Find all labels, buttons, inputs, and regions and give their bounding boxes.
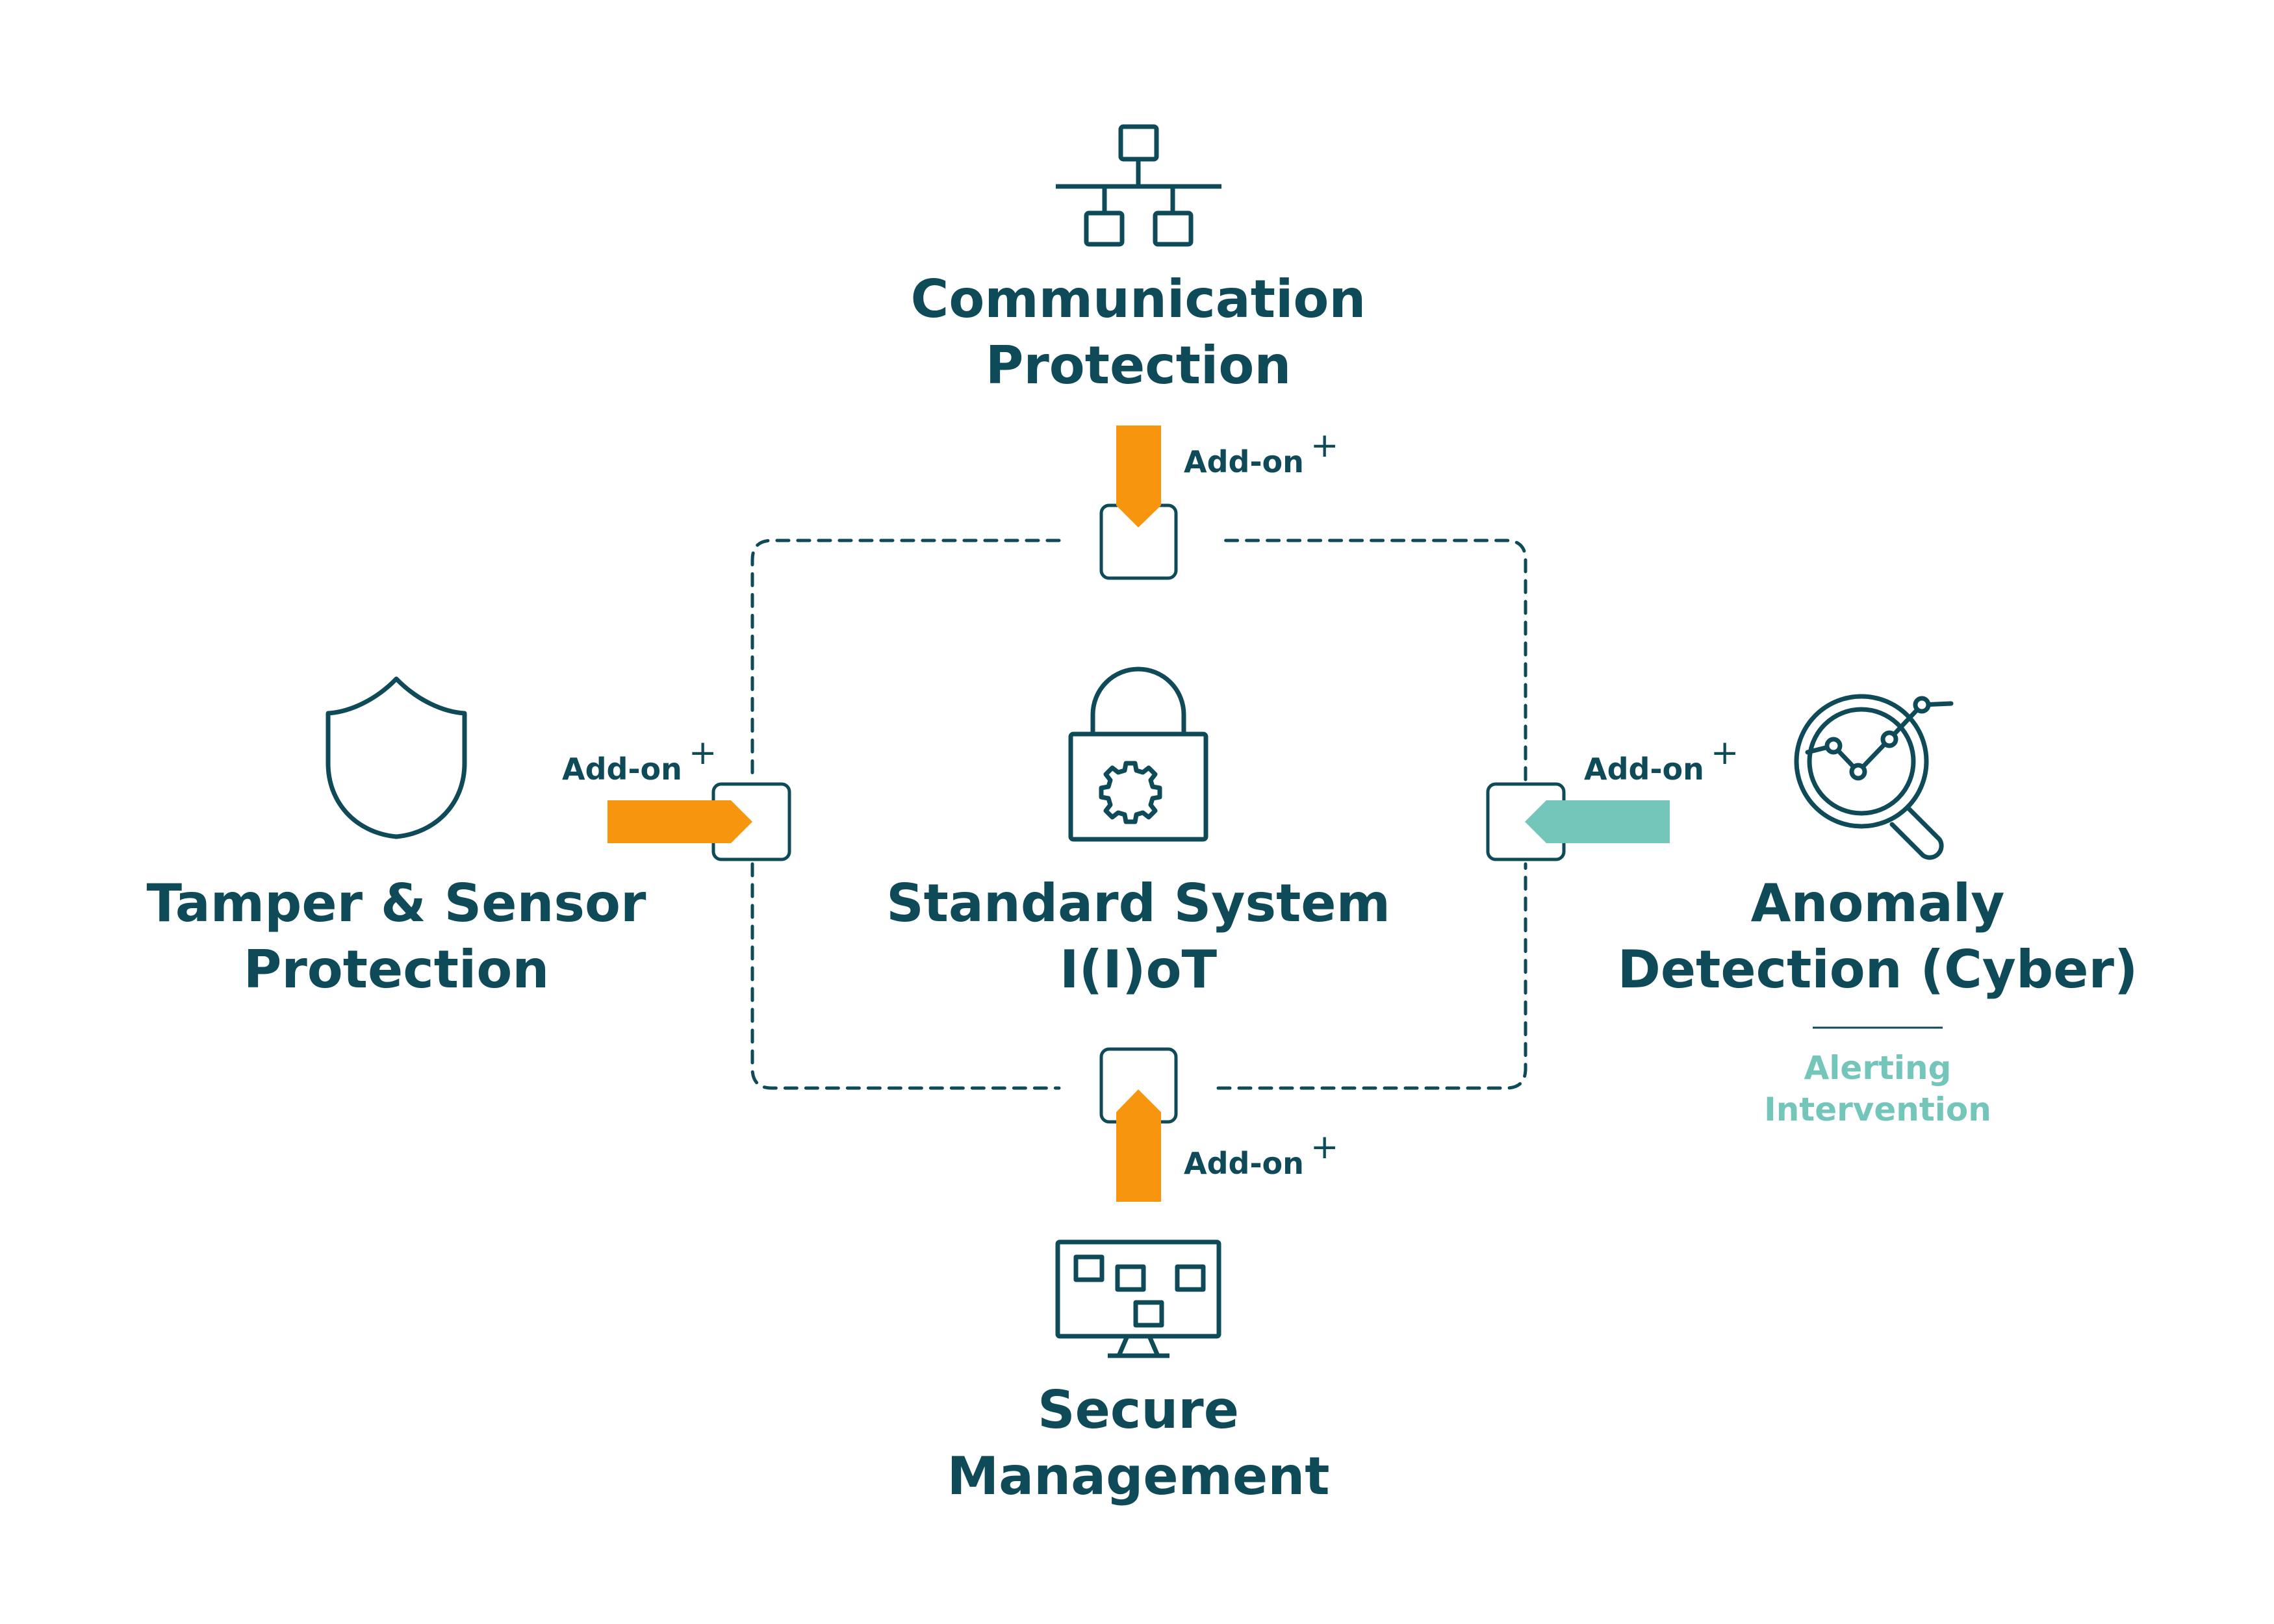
addon-label-left: Add-on+ bbox=[562, 735, 717, 787]
standard-system-title: Standard System I(I)oT bbox=[813, 870, 1463, 1003]
plus-icon: + bbox=[1710, 733, 1739, 772]
network-hierarchy-icon bbox=[1056, 124, 1221, 247]
monitor-dashboard-icon bbox=[1055, 1239, 1221, 1358]
plus-icon: + bbox=[1310, 426, 1339, 465]
arrow-right bbox=[1525, 800, 1670, 843]
tamper-sensor-protection-title: Tamper & Sensor Protection bbox=[123, 870, 669, 1003]
title-line-1: Standard System bbox=[886, 873, 1390, 933]
anomaly-detection-title: Anomaly Detection (Cyber) bbox=[1579, 870, 2177, 1003]
addon-text: Add-on bbox=[1184, 444, 1304, 479]
addon-label-bottom: Add-on+ bbox=[1184, 1129, 1338, 1182]
plus-icon: + bbox=[688, 733, 717, 772]
plus-icon: + bbox=[1310, 1128, 1339, 1167]
secure-management-title: Secure Management bbox=[813, 1377, 1463, 1510]
sub-line-intervention: Intervention bbox=[1764, 1091, 1991, 1128]
arrow-top bbox=[1116, 425, 1161, 527]
title-line-2: Detection (Cyber) bbox=[1617, 939, 2138, 1000]
title-line-1: Anomaly bbox=[1750, 873, 2005, 933]
shield-icon bbox=[326, 676, 467, 839]
addon-text: Add-on bbox=[1184, 1146, 1304, 1181]
dashed-frame bbox=[750, 539, 1527, 1090]
title-line-2: I(I)oT bbox=[1059, 939, 1218, 1000]
addon-label-top: Add-on+ bbox=[1184, 427, 1338, 480]
title-line-2: Protection bbox=[985, 335, 1292, 396]
addon-text: Add-on bbox=[1584, 752, 1704, 787]
communication-protection-title: Communication Protection bbox=[813, 266, 1463, 399]
anomaly-detection-subtext: Alerting Intervention bbox=[1683, 1047, 2073, 1130]
sub-line-alerting: Alerting bbox=[1804, 1049, 1952, 1087]
addon-text: Add-on bbox=[562, 752, 682, 787]
title-line-1: Communication bbox=[910, 269, 1366, 329]
arrow-bottom bbox=[1116, 1089, 1161, 1202]
padlock-gear-icon bbox=[1068, 666, 1208, 842]
title-line-1: Tamper & Sensor bbox=[146, 873, 646, 933]
addon-label-right: Add-on+ bbox=[1584, 735, 1739, 787]
magnifier-chart-icon bbox=[1794, 694, 1954, 860]
title-line-1: Secure bbox=[1038, 1380, 1239, 1440]
arrow-left bbox=[607, 800, 752, 843]
title-line-2: Protection bbox=[243, 939, 550, 1000]
title-line-2: Management bbox=[947, 1446, 1330, 1506]
